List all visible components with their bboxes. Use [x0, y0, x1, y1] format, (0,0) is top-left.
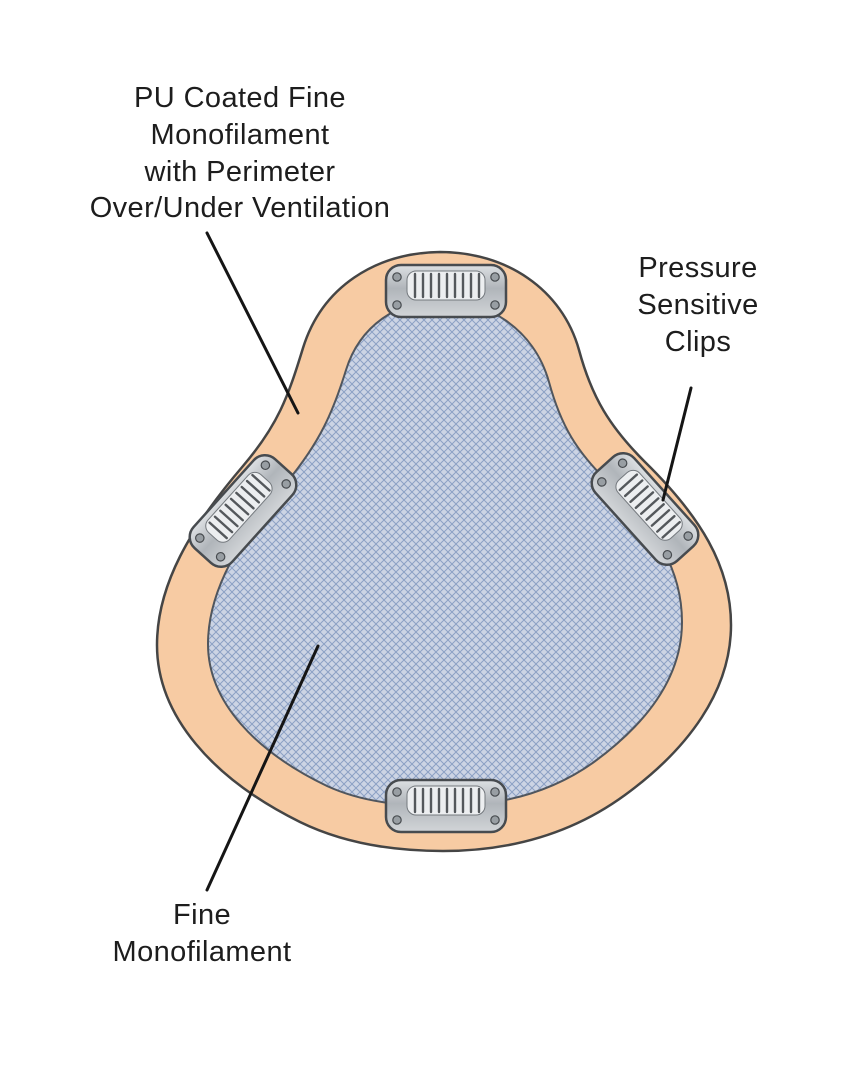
label-line: Over/Under Ventilation	[89, 192, 391, 225]
label-line: with Perimeter	[144, 155, 336, 188]
label-line: Monofilament	[150, 118, 330, 151]
label-line: Clips	[664, 325, 732, 358]
label-line: Fine	[172, 899, 231, 931]
label-line: Pressure	[638, 252, 758, 284]
leader-line-fine-monofilament	[205, 644, 320, 892]
label-line: Sensitive	[637, 288, 759, 321]
pressure-clip-top	[384, 263, 508, 319]
label-pu-coated-monofilament: PU Coated Fine Monofilament with Perimet…	[42, 80, 438, 227]
label-line: Monofilament	[112, 935, 292, 968]
label-line: PU Coated Fine	[134, 82, 346, 114]
label-pressure-sensitive-clips: Pressure Sensitive Clips	[603, 250, 793, 360]
leader-line-pressure-clips	[661, 386, 693, 502]
pressure-clip-bottom	[384, 778, 508, 834]
leader-line-pu-coated	[205, 231, 300, 415]
label-fine-monofilament: Fine Monofilament	[77, 897, 327, 971]
